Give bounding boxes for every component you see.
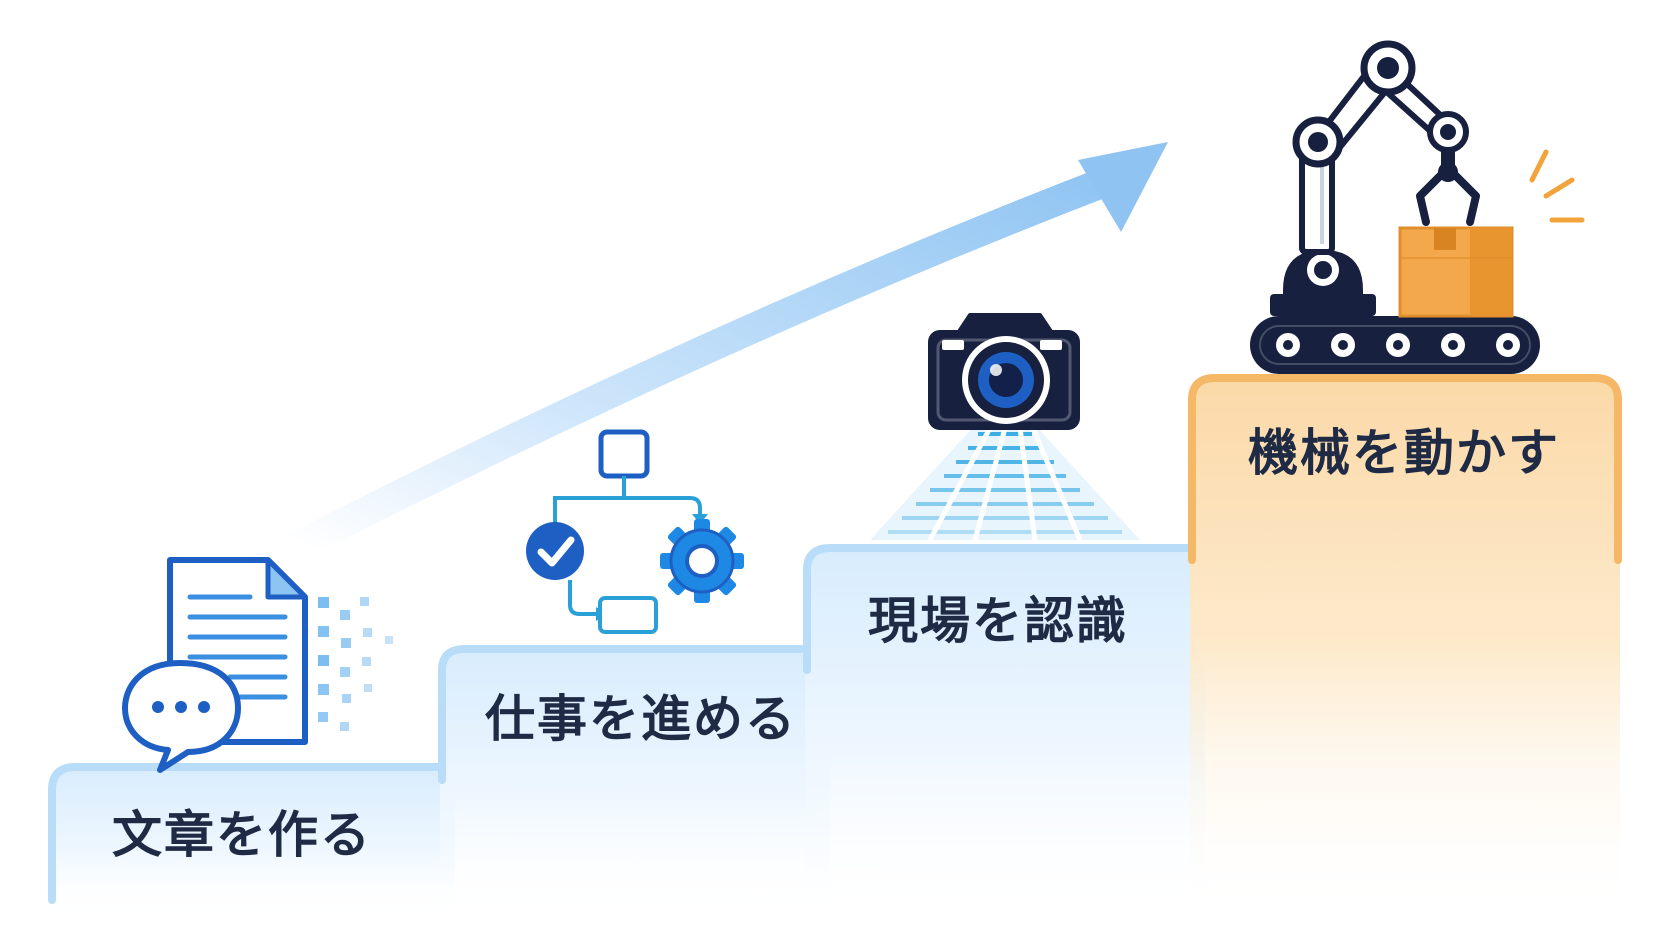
step-4: 機械を動かす xyxy=(1188,374,1622,920)
conveyor-belt xyxy=(1250,316,1540,374)
robot-arm-conveyor-icon xyxy=(1250,40,1585,374)
step-label-work: 仕事を進める xyxy=(485,690,797,748)
step-3: 現場を認識 xyxy=(803,544,1209,920)
step-1: 文章を作る xyxy=(48,763,459,920)
box-icon xyxy=(1398,226,1514,318)
step-label-machine: 機械を動かす xyxy=(1248,424,1560,482)
gear-icon xyxy=(660,519,744,603)
document-chat-icon xyxy=(122,557,393,773)
motion-lines xyxy=(1529,149,1585,223)
step-2: 仕事を進める xyxy=(438,645,834,920)
workflow-gear-icon xyxy=(526,429,744,634)
step-label-recognize: 現場を認識 xyxy=(868,592,1128,650)
camera-scan-icon xyxy=(870,313,1140,542)
step-label-write: 文章を作る xyxy=(112,806,372,864)
scan-beam xyxy=(870,425,1140,542)
growth-arrow-icon xyxy=(285,142,1168,560)
